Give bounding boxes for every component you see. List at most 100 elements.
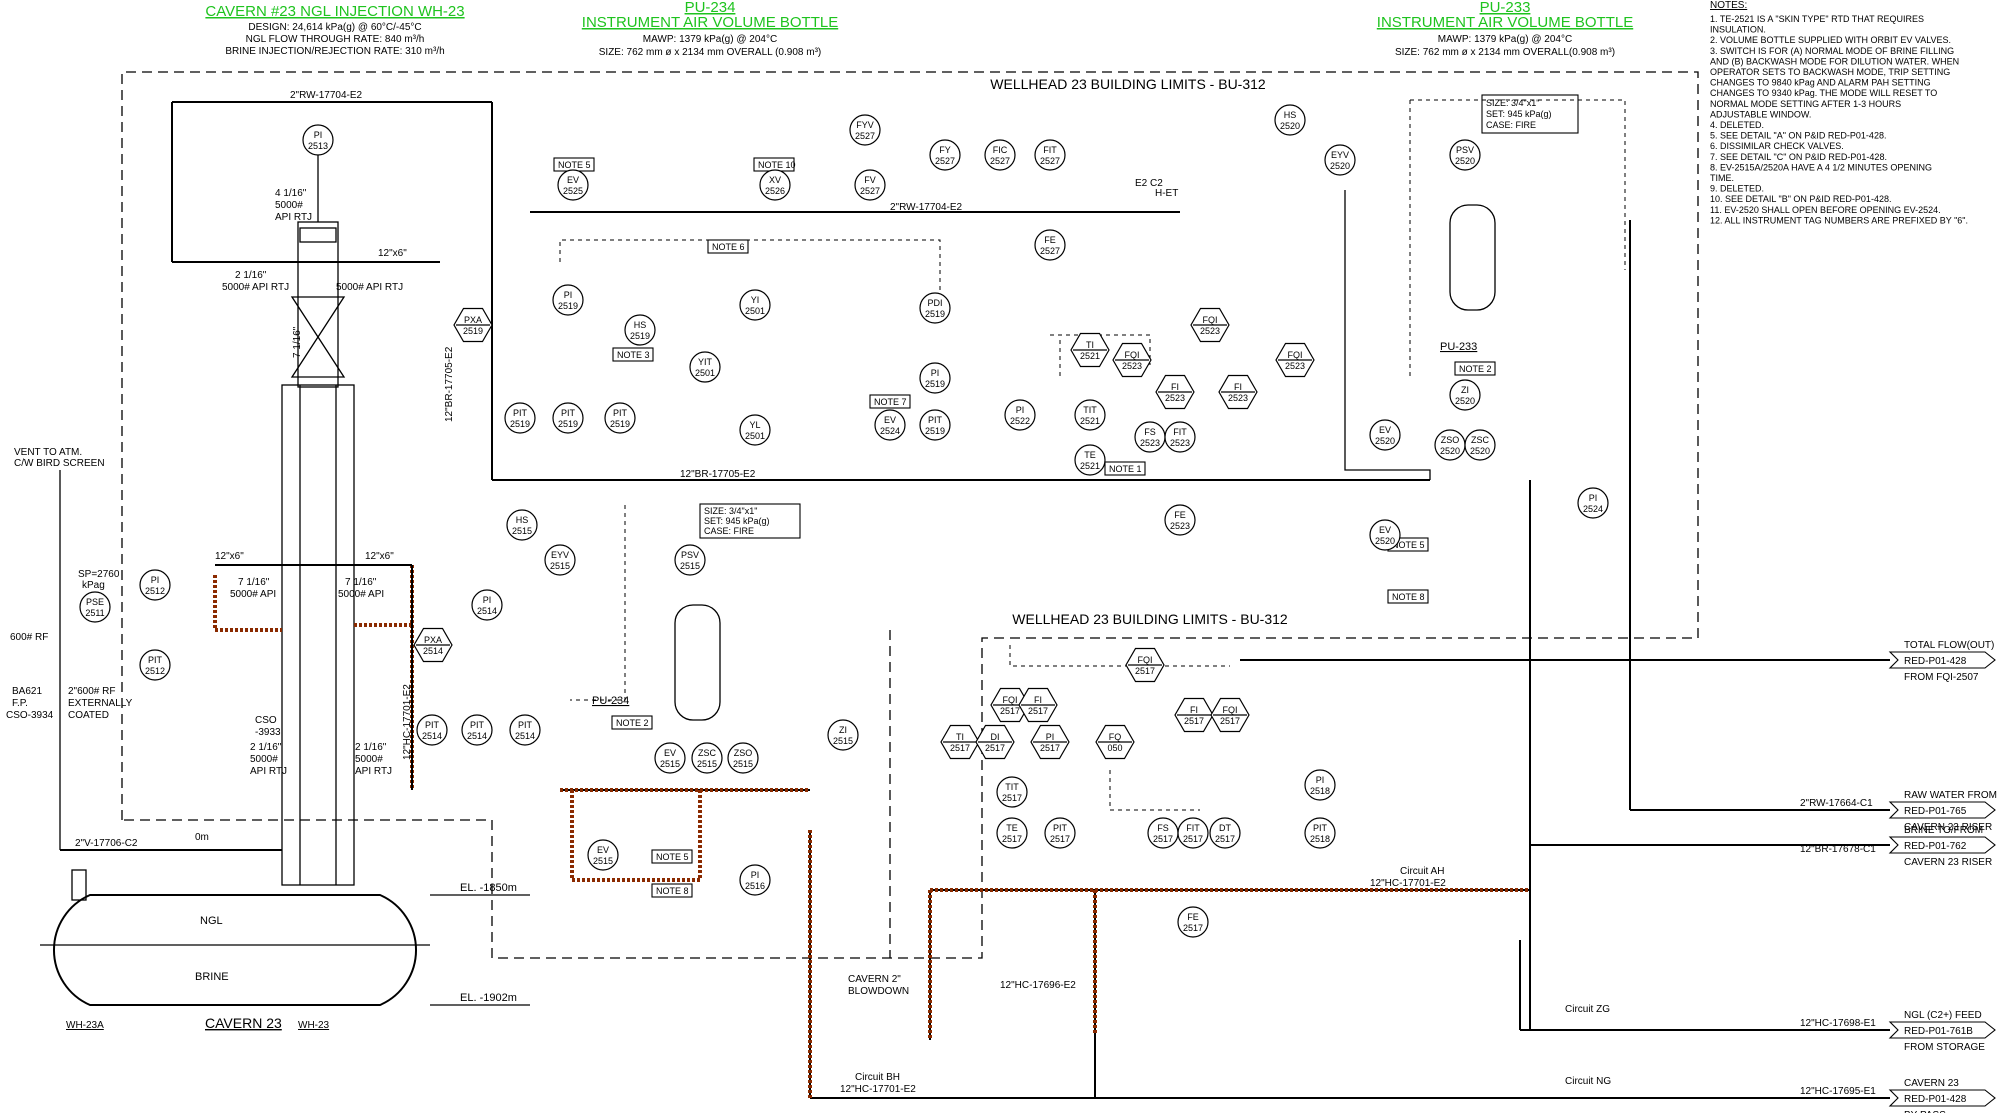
pu233-supply (1344, 190, 1431, 480)
note-line: AND (B) BACKWASH MODE FOR DILUTION WATER… (1710, 56, 1959, 66)
instrument-number: 2514 (422, 731, 442, 741)
instrument-number: 2516 (745, 881, 765, 891)
note-box (611, 715, 653, 730)
instrument-tag: TI (1086, 340, 1094, 350)
instrument-circle-symbol (984, 139, 1016, 171)
instrument-tag: PIT (425, 720, 440, 730)
instrument-tag: EV (884, 415, 896, 425)
instrument-tag: TE (1084, 450, 1096, 460)
cavern-flow-line: NGL FLOW THROUGH RATE: 840 m³/h (246, 34, 425, 45)
instrument-number: 2517 (1183, 834, 1203, 844)
hc17696-label: 12"HC-17696-E2 (1000, 980, 1076, 991)
instrument-number: 2521 (1080, 416, 1100, 426)
sig-pu233-top (1410, 99, 1626, 270)
instrument-circle-symbol (302, 124, 334, 156)
instrument-tag: PIT (1053, 823, 1068, 833)
